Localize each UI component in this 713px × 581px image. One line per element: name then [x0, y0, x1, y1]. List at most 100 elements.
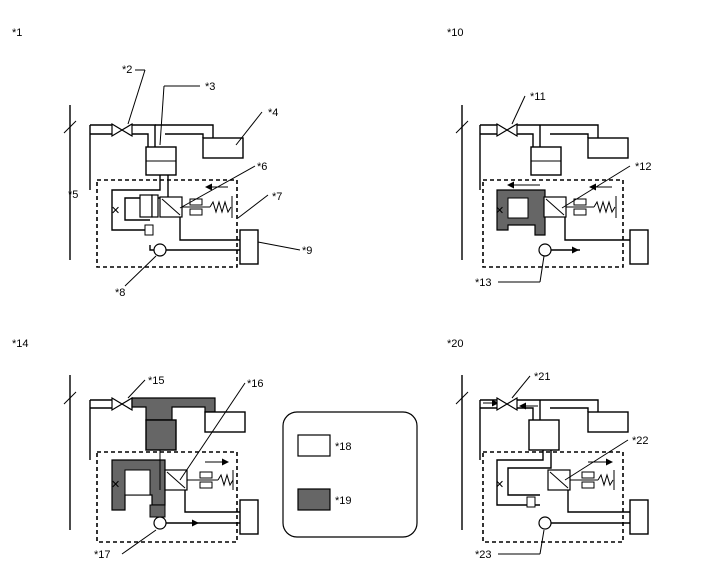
pipe-to-cylinder: [132, 124, 156, 147]
piston: [139, 194, 153, 218]
valve-diagonal: [545, 198, 565, 216]
panel-label: *1: [12, 27, 22, 39]
pressurized-fluid: [131, 397, 216, 421]
callout-label: *22: [632, 435, 649, 447]
pressurized-fluid: [149, 504, 166, 518]
pressurized-chamber-gap: [124, 469, 151, 496]
callout-label: *11: [530, 91, 546, 103]
leader-line: [124, 255, 157, 287]
leader-line: [179, 382, 246, 481]
actuator-housing: [482, 451, 624, 543]
callout-label: *8: [115, 287, 125, 299]
legend-swatch-filled: [297, 488, 331, 511]
callout-label: *12: [635, 161, 652, 173]
coil: [189, 198, 203, 206]
pump-line: [551, 217, 630, 251]
wheel-cylinder: [629, 499, 649, 535]
coil: [581, 471, 595, 479]
check-valve-icon: [505, 396, 518, 412]
callout-label: *3: [205, 81, 215, 93]
callout-label: *13: [475, 277, 492, 289]
pipe-to-reservoir: [517, 124, 599, 147]
coil: [199, 481, 213, 489]
leader-line: [257, 241, 301, 251]
panel-label: *10: [447, 27, 464, 39]
master-cylinder: [528, 419, 560, 451]
inlet-pipe: [89, 399, 112, 460]
pipe-to-reservoir: [155, 124, 214, 138]
callout-label: *2: [122, 64, 132, 76]
check-valve-icon: [120, 122, 133, 138]
legend: *18 *19: [282, 411, 418, 538]
inlet-pipe: [90, 124, 112, 135]
leader-line: [127, 379, 146, 399]
orifice-icon: ✕: [111, 205, 120, 217]
orifice-icon: ✕: [495, 479, 504, 491]
leader-line: [539, 529, 545, 555]
valve-seat: [526, 496, 536, 508]
reservoir: [587, 137, 629, 159]
inlet-mark: [455, 120, 469, 134]
orifice-icon: ✕: [111, 479, 120, 491]
pressurized-chamber-gap: [507, 197, 529, 219]
pump-line: [149, 245, 240, 251]
leader-line: [511, 375, 531, 399]
valve-diagonal: [166, 471, 186, 489]
leader-line: [511, 95, 526, 125]
spring-icon: [593, 200, 616, 214]
coil: [573, 208, 587, 216]
leader-line: [237, 194, 269, 219]
leader-line: [561, 165, 631, 209]
reservoir: [202, 137, 244, 159]
callout-label: *7: [272, 191, 282, 203]
callout-label: *23: [475, 549, 492, 561]
panel-label: *20: [447, 338, 464, 350]
callout-label: *16: [247, 378, 264, 390]
callout-label: *15: [148, 375, 165, 387]
pump-icon: [538, 243, 552, 257]
callout-label: *4: [268, 107, 278, 119]
inlet-mark: [63, 391, 77, 405]
leader-line: [564, 439, 629, 481]
pump-icon: [153, 243, 167, 257]
leader-line: [127, 69, 146, 125]
check-valve-icon: [120, 396, 133, 412]
pump-icon: [153, 516, 167, 530]
check-valve-icon: [505, 122, 518, 138]
legend-label: *19: [335, 495, 352, 507]
legend-label: *18: [335, 441, 352, 453]
leader-line: [235, 111, 263, 146]
actuator-housing: [96, 179, 238, 268]
internal-pipe: [111, 175, 161, 231]
coil: [573, 198, 587, 206]
wheel-cylinder: [629, 229, 649, 265]
valve-seat: [144, 224, 154, 236]
panel-14: *14 ✕ *15 *16 *17: [12, 338, 264, 561]
check-valve-icon: [496, 122, 509, 138]
valve-diagonal: [549, 471, 569, 489]
panel-1: *1 ✕: [12, 27, 312, 299]
master-cylinder: [145, 419, 177, 451]
internal-pipe: [496, 450, 552, 506]
reservoir: [204, 411, 246, 433]
leader-line: [121, 529, 157, 555]
spring-icon: [209, 200, 232, 214]
wheel-cylinder: [239, 229, 259, 265]
leader-line: [159, 85, 165, 146]
pump-line: [166, 490, 240, 524]
actuator-housing: [96, 451, 238, 543]
pump-icon: [538, 516, 552, 530]
spring-icon: [217, 473, 234, 487]
wheel-cylinder: [239, 499, 259, 535]
legend-box: [282, 411, 418, 538]
callout-label: *9: [302, 245, 312, 257]
orifice-icon: ✕: [495, 205, 504, 217]
internal-pipe: [124, 175, 169, 221]
leader-line: [539, 255, 545, 283]
callout-label: *5: [68, 189, 78, 201]
panel-20: *20 ✕ *21 *22 *23: [447, 338, 649, 561]
piston-rod: [151, 194, 159, 218]
coil: [199, 471, 213, 479]
callout-label: *17: [94, 549, 111, 561]
